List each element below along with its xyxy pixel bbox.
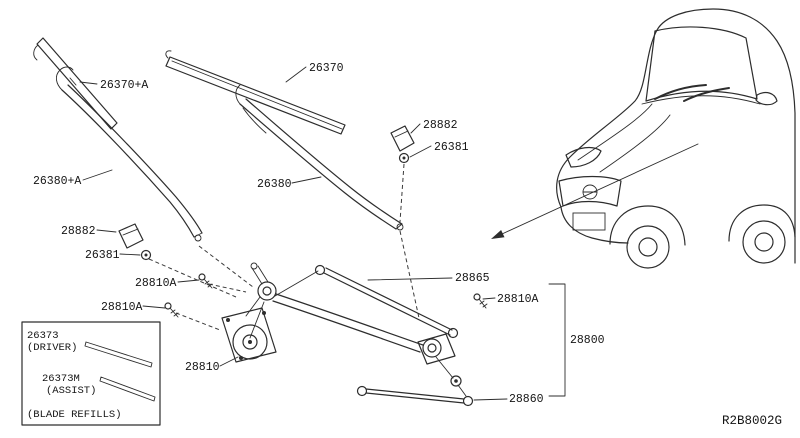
leader-blade-assist <box>79 81 98 85</box>
leader-cap-left <box>96 229 117 233</box>
callout-blade-driver: 26370 <box>309 62 344 75</box>
callout-bolt-lower: 28810A <box>101 301 143 314</box>
side-mirror <box>755 91 778 106</box>
wiper-arm-assist-drawing <box>55 66 203 242</box>
callout-blade-assist: 26370+A <box>100 79 148 92</box>
refill-driver-note: (DRIVER) <box>27 342 77 354</box>
leader-arm-assist <box>82 169 113 181</box>
callout-rod-upper: 28865 <box>455 272 490 285</box>
drawing-code: R2B8002G <box>722 414 782 428</box>
leader-arm-driver <box>291 176 322 184</box>
bolt-upper-drawing <box>198 273 213 289</box>
refill-box: 26373 (DRIVER) 26373M (ASSIST) (BLADE RE… <box>21 321 161 426</box>
wiper-blade-assist-drawing <box>33 37 118 130</box>
dashed-line-right-pivot <box>399 163 420 319</box>
callout-bolt-upper: 28810A <box>135 277 177 290</box>
callout-assembly: 28800 <box>570 334 605 347</box>
callout-cap-left: 28882 <box>61 225 96 238</box>
windshield-wiper-left <box>654 84 707 100</box>
pivot-nut-left-drawing <box>140 249 152 261</box>
callout-nut-left: 26381 <box>85 249 120 262</box>
license-plate <box>572 212 606 231</box>
driver-pivot-drawing <box>245 262 319 317</box>
pivot-nut-right-drawing <box>398 152 410 164</box>
refill-assist-part: 26373M <box>42 373 80 385</box>
frame-tube-drawing <box>272 293 424 353</box>
link-rod-lower-drawing <box>356 385 474 407</box>
headlight <box>565 146 602 168</box>
leader-rod-upper <box>367 277 453 281</box>
cowl-line <box>641 95 761 105</box>
leader-bolt-lower <box>142 305 166 309</box>
refill-box-caption: (BLADE REFILLS) <box>27 409 122 421</box>
callout-arm-assist: 26380+A <box>33 175 81 188</box>
location-arrow <box>491 143 699 239</box>
bolt-right-drawing <box>473 293 488 309</box>
callout-nut-right: 26381 <box>434 141 469 154</box>
leader-bolt-right <box>482 297 496 300</box>
refill-assist-blade-drawing <box>99 376 156 402</box>
callout-rod-lower: 28860 <box>509 393 544 406</box>
pivot-cap-left-drawing <box>118 223 144 249</box>
pivot-cap-right-drawing <box>390 125 415 152</box>
assembly-bracket <box>548 283 566 397</box>
wiper-arm-driver-drawing <box>235 84 404 231</box>
windshield-wiper-right <box>683 87 730 102</box>
callout-motor: 28810 <box>185 361 220 374</box>
wiper-blade-driver-drawing <box>165 50 346 135</box>
passenger-pivot-drawing <box>417 333 467 397</box>
leader-rod-lower <box>473 398 508 401</box>
wiper-motor-drawing <box>221 301 277 363</box>
leader-blade-driver <box>285 66 307 83</box>
leader-nut-left <box>119 253 141 256</box>
connecting-rod-upper-drawing <box>314 264 459 339</box>
leader-nut-right <box>409 145 432 158</box>
refill-driver-part: 26373 <box>27 330 59 342</box>
leader-cap-right <box>410 123 421 134</box>
leader-bolt-upper <box>177 279 200 283</box>
callout-bolt-right: 28810A <box>497 293 539 306</box>
windshield <box>645 26 758 102</box>
grille <box>558 175 622 207</box>
refill-assist-note: (ASSIST) <box>46 385 96 397</box>
bolt-lower-drawing <box>164 302 179 318</box>
callout-cap-right: 28882 <box>423 119 458 132</box>
refill-driver-blade-drawing <box>84 341 153 368</box>
callout-arm-driver: 26380 <box>257 178 292 191</box>
vehicle-illustration <box>556 8 796 269</box>
leader-motor <box>219 356 239 367</box>
